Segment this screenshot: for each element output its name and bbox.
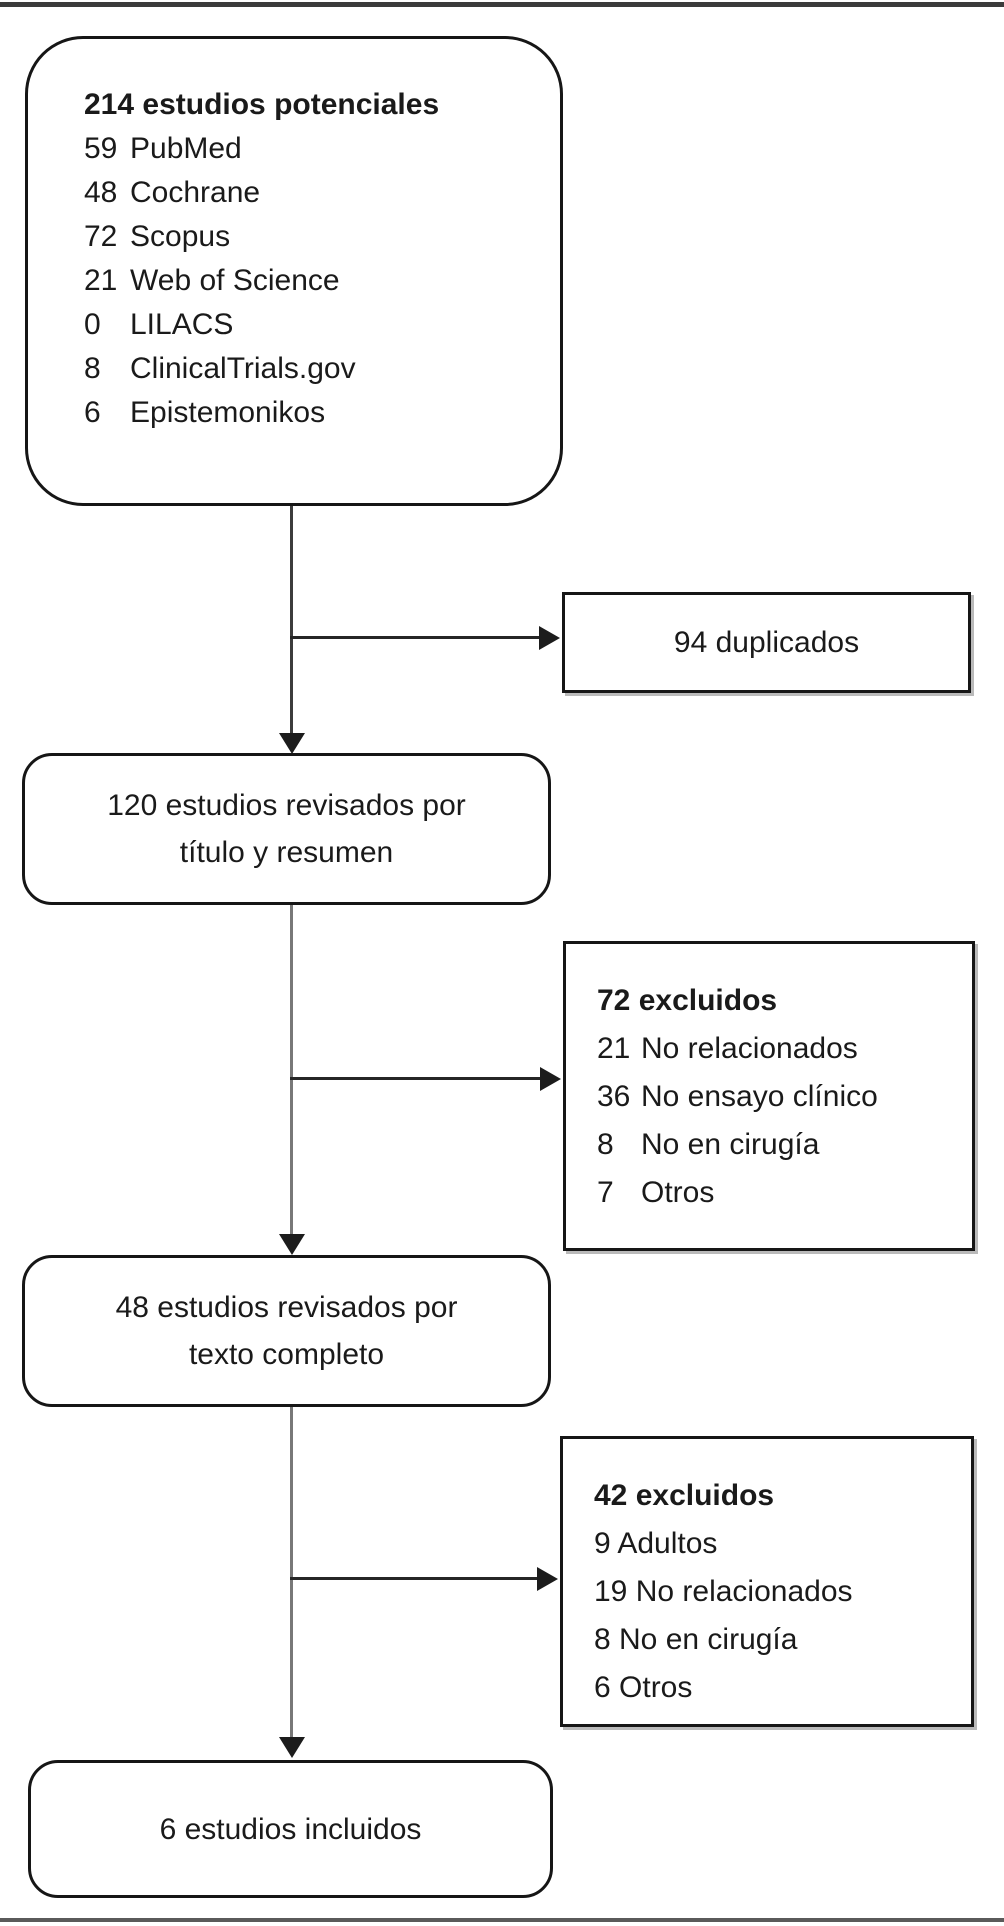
arrowhead-right-icon <box>540 1067 561 1091</box>
source-count: 48 <box>84 176 118 209</box>
source-row: 0 LILACS <box>84 303 540 347</box>
figure-bottom-rule <box>0 1918 1004 1922</box>
excluded-line: 6 Otros <box>594 1671 693 1704</box>
source-count: 59 <box>84 132 118 165</box>
source-count: 21 <box>84 264 118 297</box>
source-label: LILACS <box>130 308 234 341</box>
excluded-count: 21 <box>597 1032 631 1065</box>
source-label: ClinicalTrials.gov <box>130 352 356 385</box>
duplicates-label: 94 duplicados <box>673 626 860 659</box>
source-count: 8 <box>84 352 101 385</box>
connector-fulltext-to-included <box>290 1407 293 1737</box>
fulltext-line2: texto completo <box>188 1338 385 1371</box>
excluded1-title: 72 excluidos <box>597 984 778 1017</box>
source-label: Scopus <box>130 220 231 253</box>
arrowhead-down-icon <box>279 1234 305 1255</box>
excluded-line: 8 No en cirugía <box>594 1623 798 1656</box>
arrowhead-down-icon <box>279 1737 305 1758</box>
excluded2-title: 42 excluidos <box>594 1479 775 1512</box>
source-row: 8 ClinicalTrials.gov <box>84 347 540 391</box>
box-excluded-title-abstract: 72 excluidos 21 No relacionados 36 No en… <box>563 941 975 1251</box>
screening-line2: título y resumen <box>179 836 394 869</box>
excluded-label: No ensayo clínico <box>641 1080 878 1113</box>
excluded-label: Otros <box>641 1176 715 1209</box>
box-title-abstract-screening: 120 estudios revisados por título y resu… <box>22 753 551 905</box>
box-duplicates: 94 duplicados <box>562 592 971 693</box>
excluded-row: 8 No en cirugía <box>597 1121 958 1169</box>
screening-line1: 120 estudios revisados por <box>107 789 466 822</box>
source-count: 72 <box>84 220 118 253</box>
box-excluded-fulltext: 42 excluidos 9 Adultos 19 No relacionado… <box>560 1436 974 1727</box>
connector-screening-to-fulltext <box>290 905 293 1235</box>
arrowhead-down-icon <box>279 733 305 754</box>
source-row: 72 Scopus <box>84 215 540 259</box>
included-label: 6 estudios incluidos <box>159 1812 422 1846</box>
excluded-label: No relacionados <box>641 1032 858 1065</box>
source-label: Epistemonikos <box>130 396 326 429</box>
excluded-row: 36 No ensayo clínico <box>597 1073 958 1121</box>
source-row: 6 Epistemonikos <box>84 391 540 435</box>
box-potential-studies: 214 estudios potenciales 59 PubMed 48 Co… <box>25 36 563 506</box>
excluded-line: 19 No relacionados <box>594 1575 853 1608</box>
excluded-count: 8 <box>597 1128 614 1161</box>
box-included-studies: 6 estudios incluidos <box>28 1760 553 1898</box>
source-count: 0 <box>84 308 101 341</box>
excluded-label: No en cirugía <box>641 1128 820 1161</box>
arrowhead-right-icon <box>537 1567 558 1591</box>
source-label: Cochrane <box>130 176 261 209</box>
excluded-row: 7 Otros <box>597 1169 958 1217</box>
excluded-line: 9 Adultos <box>594 1527 718 1560</box>
excluded-row: 21 No relacionados <box>597 1025 958 1073</box>
source-label: PubMed <box>130 132 242 165</box>
source-row: 59 PubMed <box>84 127 540 171</box>
excluded-count: 36 <box>597 1080 631 1113</box>
connector-potential-to-screening <box>290 506 293 734</box>
source-row: 21 Web of Science <box>84 259 540 303</box>
connector-to-duplicates <box>290 636 540 639</box>
box-potential-title: 214 estudios potenciales <box>84 88 440 121</box>
source-count: 6 <box>84 396 101 429</box>
excluded-count: 7 <box>597 1176 614 1209</box>
connector-to-excluded-2 <box>290 1577 538 1580</box>
source-row: 48 Cochrane <box>84 171 540 215</box>
figure-top-rule <box>0 2 1004 7</box>
connector-to-excluded-1 <box>290 1077 541 1080</box>
box-fulltext-review: 48 estudios revisados por texto completo <box>22 1255 551 1407</box>
source-label: Web of Science <box>130 264 340 297</box>
fulltext-line1: 48 estudios revisados por <box>115 1291 458 1324</box>
arrowhead-right-icon <box>539 626 560 650</box>
